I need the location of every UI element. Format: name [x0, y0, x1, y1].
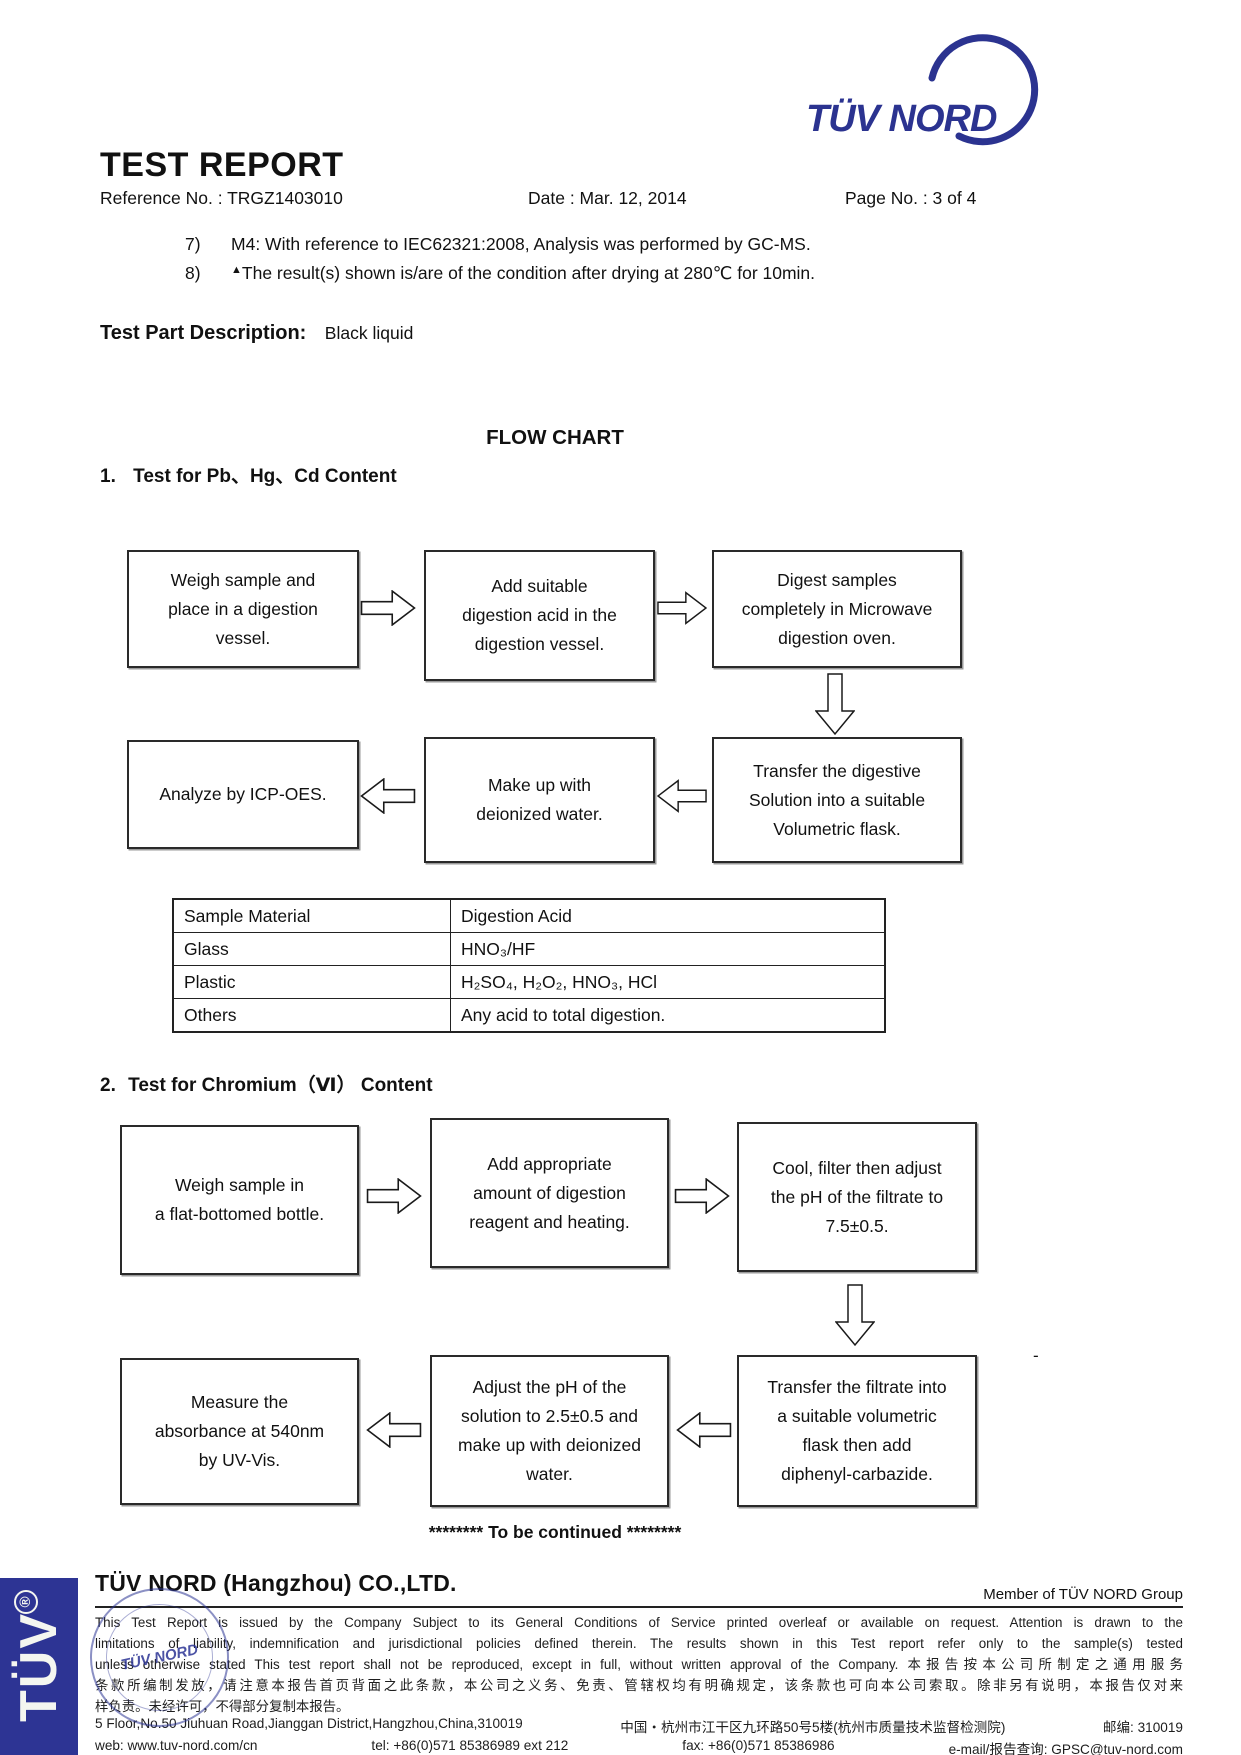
disclaimer-line: This Test Report is issued by the Compan…	[95, 1615, 1183, 1630]
arrow-left-icon	[360, 778, 416, 814]
flow-step-box: Add appropriate amount of digestion reag…	[430, 1118, 669, 1268]
triangle-marker-icon: ▲	[231, 264, 242, 276]
flow-step-box: Analyze by ICP-OES.	[127, 740, 359, 849]
table-cell: Plastic	[172, 965, 451, 999]
footer-member-label: Member of TÜV NORD Group	[983, 1586, 1183, 1603]
disclaimer-line: 样负责。未经许可，不得部分复制本报告。	[95, 1699, 350, 1714]
tuv-nord-arc-icon	[928, 34, 1039, 146]
section2-number: 2.	[100, 1075, 116, 1096]
flow-step-text: Cool, filter then adjust the pH of the f…	[770, 1157, 944, 1236]
reference-no: Reference No. : TRGZ1403010	[100, 188, 343, 208]
table-cell: H₂SO₄, H₂O₂, HNO₃, HCl	[450, 965, 886, 999]
page-number: Page No. : 3 of 4	[845, 188, 977, 208]
test-part-label: Test Part Description:	[100, 322, 307, 344]
disclaimer-line: unless otherwise stated This test report…	[95, 1657, 1183, 1672]
tuv-logo-bar: ® TÜV	[0, 1578, 78, 1755]
disclaimer-line: limitations of liability, indemnificatio…	[95, 1636, 1183, 1651]
arrow-left-icon	[366, 1412, 422, 1448]
table-cell: Any acid to total digestion.	[450, 998, 886, 1033]
note-text: The result(s) shown is/are of the condit…	[241, 263, 816, 283]
flow-step-text: Transfer the filtrate into a suitable vo…	[767, 1377, 947, 1484]
tuv-nord-logo: TÜV NORD	[806, 98, 997, 140]
note-text: M4: With reference to IEC62321:2008, Ana…	[231, 234, 811, 254]
arrow-right-icon	[360, 590, 416, 626]
section2-heading: 2. Test for Chromium（Ⅵ） Content	[100, 1070, 433, 1097]
flow-step-text: Digest samples completely in Microwave d…	[741, 569, 933, 648]
flow-chart-title: FLOW CHART	[486, 426, 624, 449]
table-cell: Glass	[172, 932, 451, 966]
note-number: 7)	[185, 234, 201, 254]
arrow-right-icon	[674, 1178, 730, 1214]
page-title: TEST REPORT	[100, 146, 344, 184]
arrow-down-icon	[815, 673, 855, 736]
test-part-description-row: Test Part Description: Black liquid	[100, 322, 413, 345]
flow-step-box: Weigh sample and place in a digestion ve…	[127, 550, 359, 668]
flow-step-box: Weigh sample in a flat-bottomed bottle.	[120, 1125, 359, 1275]
flow-step-text: Adjust the pH of the solution to 2.5±0.5…	[458, 1377, 641, 1484]
table-header-cell: Digestion Acid	[450, 898, 886, 933]
section1-number: 1.	[100, 466, 116, 487]
fax-number: fax: +86(0)571 85386986	[682, 1738, 835, 1753]
test-part-value: Black liquid	[324, 323, 414, 343]
page-dash: -	[1033, 1346, 1039, 1365]
table-header-row: Sample Material Digestion Acid	[172, 898, 886, 933]
arrow-left-icon	[676, 1412, 732, 1448]
footer-address-row: 5 Floor,No.50 Jiuhuan Road,Jianggan Dist…	[95, 1716, 1183, 1736]
arrow-right-icon	[657, 591, 707, 625]
section2-title: Test for Chromium（Ⅵ） Content	[128, 1075, 433, 1096]
address-en: 5 Floor,No.50 Jiuhuan Road,Jianggan Dist…	[95, 1716, 523, 1731]
arrow-right-icon	[366, 1178, 422, 1214]
registered-mark-icon: ®	[14, 1590, 38, 1614]
postal-code: 邮编: 310019	[1102, 1720, 1183, 1735]
address-cn: 中国・杭州市江干区九环路50号5楼(杭州市质量技术监督检测院)	[620, 1720, 1006, 1735]
flow-step-text: Add appropriate amount of digestion reag…	[469, 1153, 630, 1232]
flow-step-box: Adjust the pH of the solution to 2.5±0.5…	[430, 1355, 669, 1507]
flow-step-box: Add suitable digestion acid in the diges…	[424, 550, 655, 681]
note-number: 8)	[185, 263, 201, 283]
flow-step-text: Analyze by ICP-OES.	[159, 784, 327, 804]
table-cell: HNO₃/HF	[450, 932, 886, 966]
flow-step-text: Add suitable digestion acid in the diges…	[462, 576, 617, 654]
flow-step-box: Cool, filter then adjust the pH of the f…	[737, 1122, 977, 1272]
footer-company-name: TÜV NORD (Hangzhou) CO.,LTD.	[95, 1570, 457, 1596]
flow-step-text: Weigh sample and place in a digestion ve…	[168, 569, 318, 648]
website-link[interactable]: web: www.tuv-nord.com/cn	[95, 1738, 258, 1753]
flow-step-box: Transfer the digestive Solution into a s…	[712, 737, 962, 863]
tuv-vertical-logo: TÜV	[10, 1611, 68, 1722]
disclaimer-line: 条款所编制发放，请注意本报告首页背面之此条款，本公司之义务、免责、管辖权均有明确…	[95, 1678, 1183, 1693]
section1-heading: 1. Test for Pb、Hg、Cd Content	[100, 461, 397, 488]
flow-step-text: Transfer the digestive Solution into a s…	[748, 760, 926, 839]
section1-title: Test for Pb、Hg、Cd Content	[133, 466, 397, 487]
flow-step-box: Measure the absorbance at 540nm by UV-Vi…	[120, 1358, 359, 1505]
table-row: Glass HNO₃/HF	[172, 932, 886, 966]
note-item-8: 8) ▲The result(s) shown is/are of the co…	[185, 263, 815, 284]
arrow-left-icon	[657, 779, 707, 813]
flow-step-text: Make up with deionized water.	[476, 775, 603, 824]
report-date: Date : Mar. 12, 2014	[528, 188, 687, 208]
flow-step-box: Digest samples completely in Microwave d…	[712, 550, 962, 668]
arrow-down-icon	[835, 1284, 875, 1347]
flow-step-text: Measure the absorbance at 540nm by UV-Vi…	[154, 1392, 325, 1470]
flow-step-box: Transfer the filtrate into a suitable vo…	[737, 1355, 977, 1507]
footer-disclaimer: This Test Report is issued by the Compan…	[95, 1612, 1183, 1717]
footer-divider	[95, 1606, 1183, 1608]
flow-step-text: Weigh sample in a flat-bottomed bottle.	[154, 1175, 325, 1224]
table-cell: Others	[172, 998, 451, 1033]
table-header-cell: Sample Material	[172, 898, 451, 933]
email-link[interactable]: e-mail/报告查询: GPSC@tuv-nord.com	[948, 1742, 1183, 1755]
table-row: Others Any acid to total digestion.	[172, 998, 886, 1033]
flow-step-box: Make up with deionized water.	[424, 737, 655, 863]
footer-contact-row: web: www.tuv-nord.com/cn tel: +86(0)571 …	[95, 1738, 1183, 1755]
to-be-continued: ******** To be continued ********	[428, 1522, 682, 1542]
digestion-acid-table: Sample Material Digestion Acid Glass HNO…	[172, 898, 886, 1033]
telephone: tel: +86(0)571 85386989 ext 212	[371, 1738, 569, 1753]
note-item-7: 7) M4: With reference to IEC62321:2008, …	[185, 234, 811, 255]
table-row: Plastic H₂SO₄, H₂O₂, HNO₃, HCl	[172, 965, 886, 999]
